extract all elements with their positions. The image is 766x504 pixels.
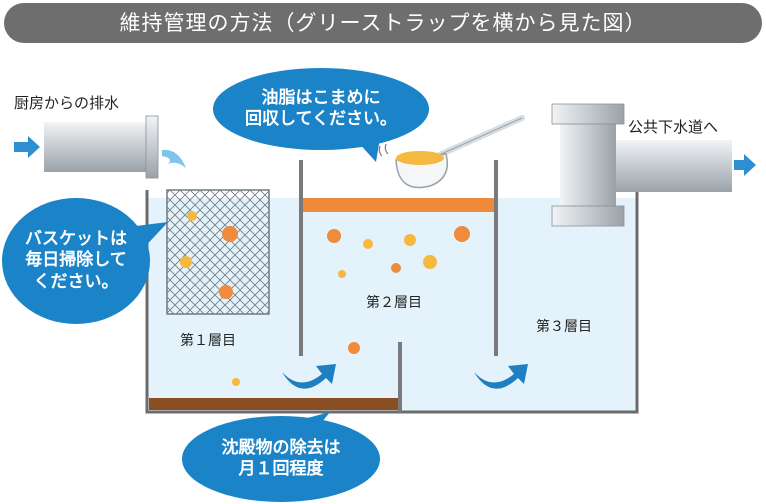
inlet-flow-arrow xyxy=(14,136,40,158)
inlet-label: 厨房からの排水 xyxy=(14,94,120,112)
basket-callout-line: バスケットは xyxy=(25,229,127,250)
outlet-pipe-cap-bottom xyxy=(551,205,625,227)
sediment-callout-line: 沈殿物の除去は xyxy=(221,437,341,458)
flow-arrow-layer2 xyxy=(474,364,528,389)
oil-droplet xyxy=(338,270,346,278)
sediment-callout: 沈殿物の除去は 月１回程度 xyxy=(182,416,380,502)
oil-droplet xyxy=(454,226,470,242)
outlet-pipe-cap-top xyxy=(551,103,625,125)
inlet-pipe xyxy=(44,122,154,172)
oil-callout-line: 回収してください。 xyxy=(245,109,397,129)
oil-droplet xyxy=(219,285,233,299)
flow-arrow-layer1 xyxy=(282,364,336,389)
oil-droplet xyxy=(348,342,360,354)
outlet-pipe xyxy=(612,140,732,192)
ladle-motion-marks xyxy=(378,143,389,157)
sediment-callout-line: 月１回程度 xyxy=(238,459,324,479)
basket xyxy=(166,189,270,315)
diagram-title: 維持管理の方法（グリーストラップを横から見た図） xyxy=(4,3,762,43)
sediment-layer xyxy=(149,398,399,410)
oil-droplet xyxy=(423,255,437,269)
basket-callout-line: 毎日掃除して xyxy=(25,250,127,271)
oil-layer xyxy=(302,198,496,212)
oil-callout: 油脂はこまめに 回収してください。 xyxy=(213,68,429,150)
oil-droplet xyxy=(404,234,416,246)
oil-droplet xyxy=(232,378,240,386)
oil-callout-line: 油脂はこまめに xyxy=(261,87,381,108)
layer-3-label: 第３層目 xyxy=(536,319,592,335)
layer-1-label: 第１層目 xyxy=(180,333,236,349)
inlet-pipe-flange xyxy=(145,115,159,179)
outlet-label: 公共下水道へ xyxy=(628,118,719,136)
baffle-left xyxy=(299,160,303,356)
oil-droplet xyxy=(363,239,373,249)
ladle-oil xyxy=(396,151,444,165)
oil-droplet xyxy=(187,211,197,221)
outlet-flow-arrow xyxy=(734,154,756,176)
water-splash xyxy=(162,149,186,168)
basket-callout-line: ください。 xyxy=(33,271,119,292)
baffle-bottom xyxy=(398,342,402,412)
oil-droplet xyxy=(180,256,192,268)
baffle-right xyxy=(494,160,498,356)
ladle-handle-edge xyxy=(427,117,523,161)
tank-walls xyxy=(145,190,639,414)
layer-2-label: 第２層目 xyxy=(366,295,422,311)
oil-droplet xyxy=(327,229,341,243)
oil-droplet xyxy=(391,263,401,273)
basket-callout: バスケットは 毎日掃除して ください。 xyxy=(2,198,150,324)
oil-droplet xyxy=(222,226,238,242)
